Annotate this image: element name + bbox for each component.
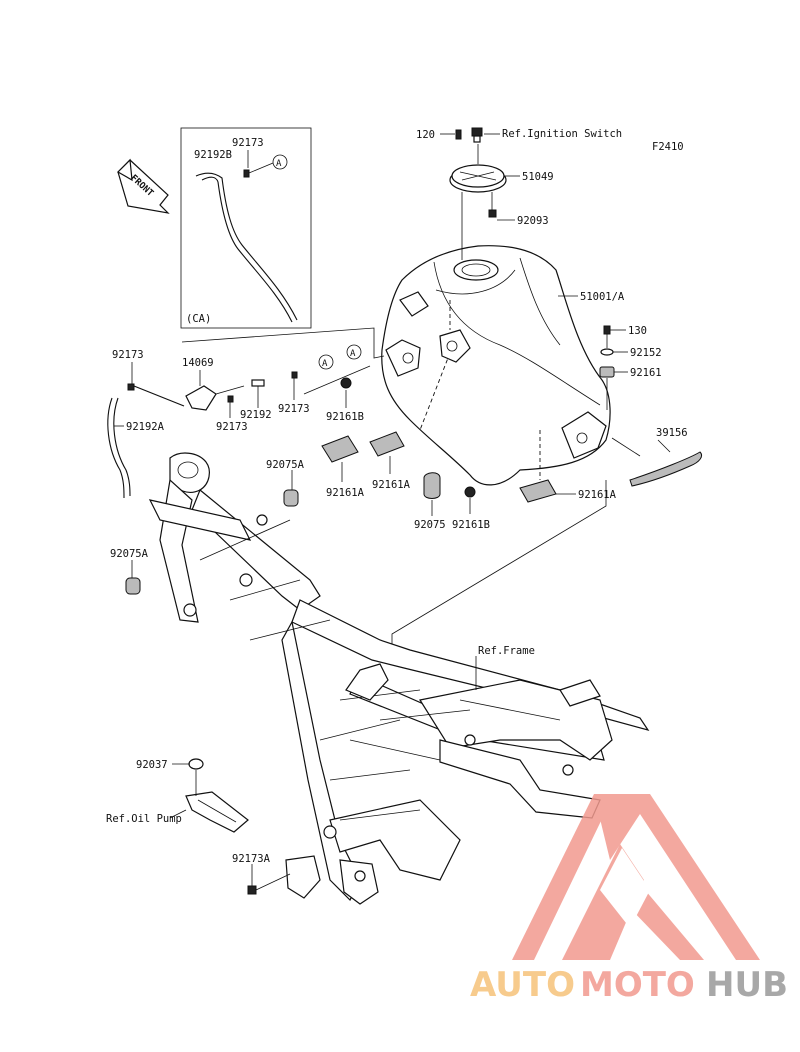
- callout-ref-frame: Ref.Frame: [478, 645, 535, 657]
- callout-92192: 92192: [240, 409, 272, 421]
- callout-92075a-top: 92075A: [266, 459, 305, 471]
- callout-92161a-mid: 92161A: [372, 479, 411, 491]
- callout-92161a-left: 92161A: [326, 487, 365, 499]
- reference-lines: A A: [181, 327, 607, 648]
- figure-code: F2410: [652, 141, 684, 153]
- front-arrow-icon: FRONT: [117, 158, 170, 214]
- callout-92173-right: 92173: [278, 403, 310, 415]
- callout-92037: 92037: [136, 759, 168, 771]
- callout-ca: (CA): [186, 313, 211, 325]
- ref-marker-a-3: A: [350, 349, 356, 359]
- callout-39156: 39156: [656, 427, 688, 439]
- oil-pump-bracket: [185, 758, 249, 833]
- ca-inset-box: A: [180, 127, 312, 329]
- callout-92161: 92161: [630, 367, 662, 379]
- clip-92173a: [247, 873, 291, 895]
- callout-92161a-right: 92161A: [578, 489, 617, 501]
- callout-92173-inset: 92173: [232, 137, 264, 149]
- callout-92173-lower: 92173: [216, 421, 248, 433]
- logo-word-moto: MOTO: [580, 965, 695, 1005]
- callout-92173-hose: 92173: [112, 349, 144, 361]
- left-hose-assembly: [107, 371, 298, 499]
- fuel-tank: [381, 245, 611, 486]
- automotohub-logo: AUTO MOTO HUB: [470, 794, 788, 1005]
- callout-ref-oil-pump: Ref.Oil Pump: [106, 813, 182, 825]
- callout-92192b: 92192B: [194, 149, 232, 161]
- callout-120: 120: [416, 129, 435, 141]
- rubber-dampers: [125, 489, 299, 595]
- callout-92152: 92152: [630, 347, 662, 359]
- callout-92093: 92093: [517, 215, 549, 227]
- ref-marker-a: A: [276, 159, 282, 169]
- rear-mount-parts: [599, 325, 615, 410]
- callout-130: 130: [628, 325, 647, 337]
- callout-92192a: 92192A: [126, 421, 165, 433]
- tank-pads: [321, 377, 557, 503]
- callout-92161b-left: 92161B: [326, 411, 364, 423]
- motorcycle-frame: [148, 452, 650, 905]
- callout-ref-ignition-switch: Ref.Ignition Switch: [502, 128, 622, 140]
- callout-51049: 51049: [522, 171, 554, 183]
- logo-word-auto: AUTO: [470, 965, 575, 1005]
- callout-92173a: 92173A: [232, 853, 271, 865]
- callout-92075a-left: 92075A: [110, 548, 149, 560]
- callout-14069: 14069: [182, 357, 214, 369]
- callout-92161b-right: 92161B: [452, 519, 490, 531]
- heat-pad: [629, 451, 703, 487]
- ref-marker-a-2: A: [322, 359, 328, 369]
- callout-51001-a: 51001/A: [580, 291, 625, 303]
- logo-word-hub: HUB: [706, 965, 788, 1005]
- leader-lines: [114, 133, 671, 886]
- callout-92075: 92075: [414, 519, 446, 531]
- tank-cap: [449, 127, 507, 260]
